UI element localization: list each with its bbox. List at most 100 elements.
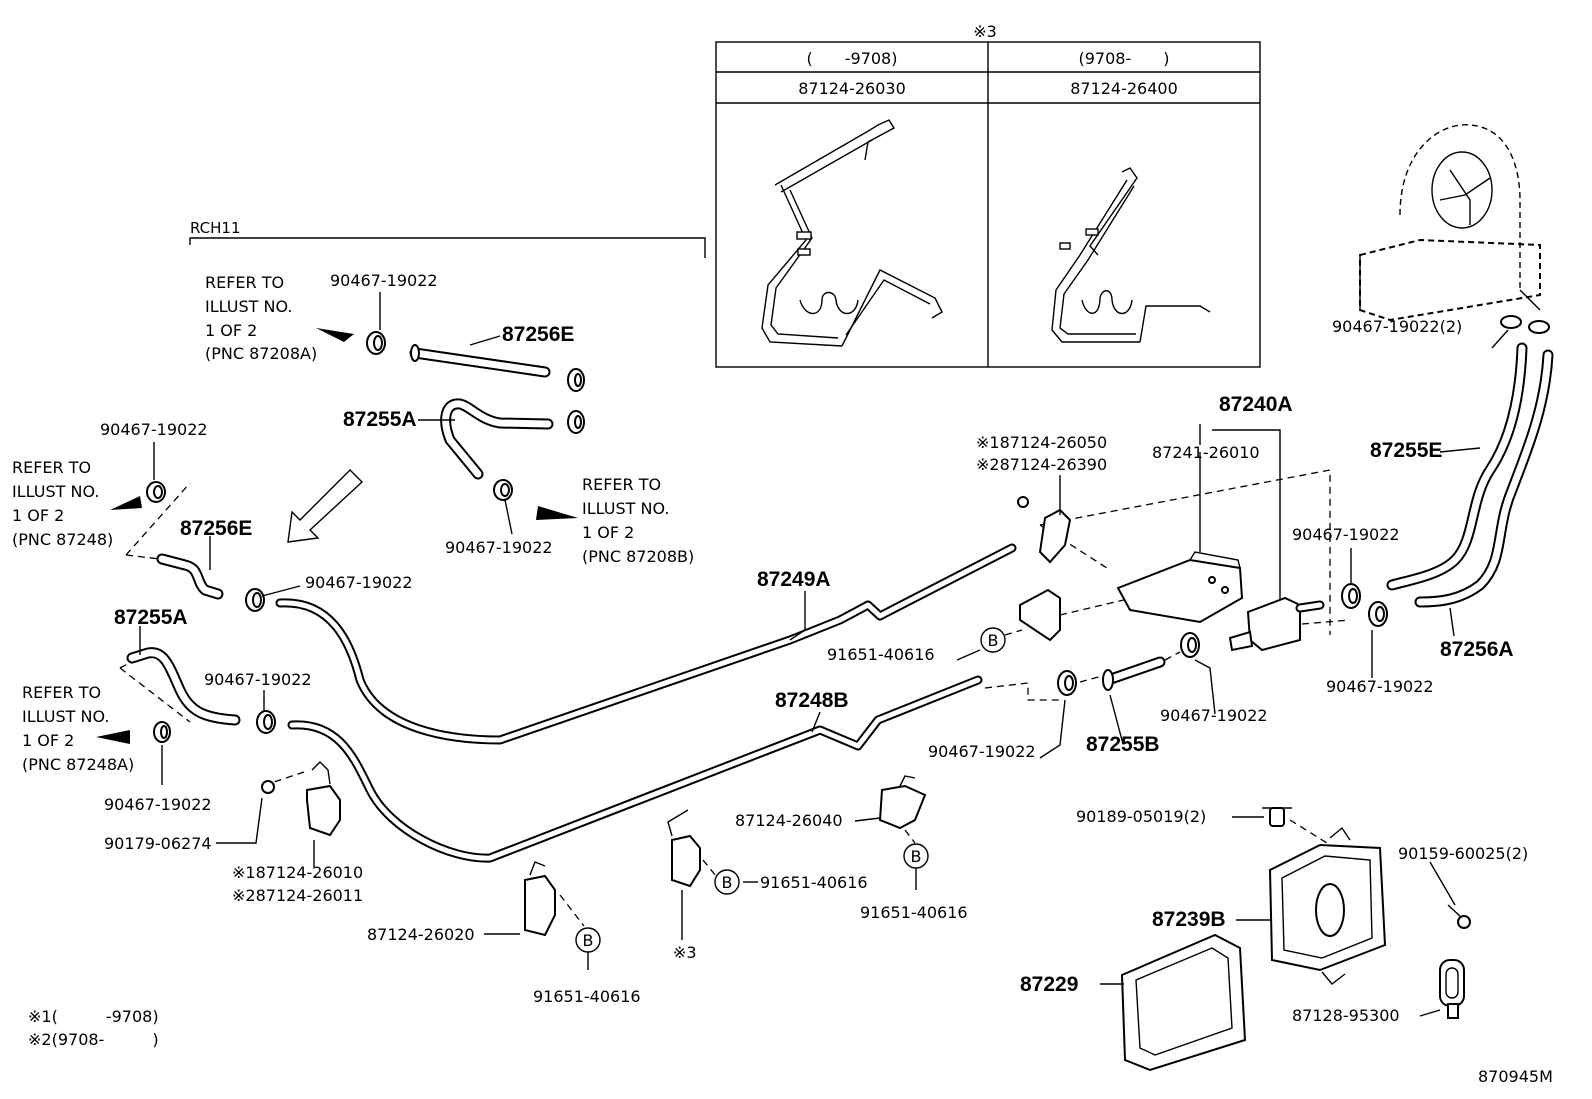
label-hose-87255A: 87255A	[114, 606, 188, 629]
svg-text:ILLUST NO.: ILLUST NO.	[12, 482, 99, 501]
leader-lines	[139, 292, 1509, 1017]
label-pipe-87248B: 87248B	[775, 689, 849, 712]
label-clamp: 90467-19022(2)	[1332, 317, 1462, 336]
svg-text:ILLUST NO.: ILLUST NO.	[582, 499, 669, 518]
rch11-group: RCH11	[189, 219, 706, 258]
refer-note-2: REFER TO ILLUST NO. 1 OF 2 (PNC 87248)	[12, 458, 142, 549]
blower-unit	[1359, 124, 1541, 322]
svg-text:REFER TO: REFER TO	[205, 273, 284, 292]
hose-87255A-top	[440, 398, 554, 480]
svg-text:(PNC 87208B): (PNC 87208B)	[582, 547, 694, 566]
svg-text:1 OF 2: 1 OF 2	[22, 731, 74, 750]
hose-87256A	[1414, 349, 1554, 608]
label-clip-note2: ※287124-26390	[976, 455, 1107, 474]
label-bolt: 91651-40616	[860, 903, 968, 922]
label-clamp: 90467-19022	[928, 742, 1036, 761]
table-col1-range: ( -9708)	[807, 49, 898, 68]
svg-text:B: B	[722, 873, 733, 892]
valve-87241-26010	[1116, 551, 1244, 624]
svg-text:B: B	[583, 931, 594, 950]
table-note: ※3	[973, 22, 997, 41]
label-note3: ※3	[673, 943, 697, 962]
svg-text:1 OF 2: 1 OF 2	[12, 506, 64, 525]
svg-text:1 OF 2: 1 OF 2	[205, 321, 257, 340]
label-bracket-note1: ※187124-26010	[232, 863, 363, 882]
cover-87239B	[1268, 826, 1387, 985]
hose-87255E	[1386, 342, 1528, 591]
hose-87256E-top	[409, 344, 551, 378]
pipe-87248B	[287, 675, 983, 863]
label-valve-87240A: 87240A	[1219, 393, 1293, 416]
label-clamp: 90467-19022	[1160, 706, 1268, 725]
label-pipe-87249A: 87249A	[757, 568, 831, 591]
svg-text:(PNC 87208A): (PNC 87208A)	[205, 344, 317, 363]
hose-87256E-left	[156, 553, 224, 600]
label-screw-90159: 90159-60025(2)	[1398, 844, 1528, 863]
svg-text:(PNC 87248A): (PNC 87248A)	[22, 755, 134, 774]
table-col1-part: 87124-26030	[798, 79, 906, 98]
svg-text:(PNC 87248): (PNC 87248)	[12, 530, 113, 549]
hose-87255A-left	[126, 647, 241, 726]
pipe-87249A	[275, 543, 1017, 745]
variant-table: ※3 ( -9708) (9708- ) 87124-26030 87124-2…	[715, 22, 1261, 368]
grommet-87128	[1439, 959, 1465, 1019]
label-clamp: 90467-19022	[104, 795, 212, 814]
footnote-2: ※2(9708- )	[28, 1030, 159, 1049]
arrow-icon	[110, 496, 142, 510]
figure-id: 870945M	[1478, 1067, 1553, 1086]
arrow-icon	[536, 506, 578, 520]
label-clamp: 90467-19022	[100, 420, 208, 439]
refer-note-3: REFER TO ILLUST NO. 1 OF 2 (PNC 87208B)	[536, 475, 694, 566]
label-hose-87256E: 87256E	[502, 323, 574, 346]
label-valve-87241: 87241-26010	[1152, 443, 1260, 462]
bracket-plate	[1019, 588, 1061, 642]
bracket-87124-26010	[306, 761, 341, 837]
table-col2-range: (9708- )	[1079, 49, 1170, 68]
bracket-87124-26040	[878, 775, 927, 830]
arrow-icon	[316, 328, 354, 342]
label-bolt: 91651-40616	[827, 645, 935, 664]
svg-text:REFER TO: REFER TO	[582, 475, 661, 494]
group-label: RCH11	[190, 219, 241, 237]
svg-text:ILLUST NO.: ILLUST NO.	[205, 297, 292, 316]
gasket-87229	[1120, 933, 1247, 1072]
label-grommet-87128: 87128-95300	[1292, 1006, 1400, 1025]
footnote-1: ※1( -9708)	[28, 1007, 159, 1026]
label-bolt: 91651-40616	[760, 873, 868, 892]
svg-text:REFER TO: REFER TO	[22, 683, 101, 702]
screw-90159-icon	[1447, 904, 1471, 929]
label-clip-note1: ※187124-26050	[976, 433, 1107, 452]
valve-87240A	[1228, 596, 1325, 652]
svg-text:REFER TO: REFER TO	[12, 458, 91, 477]
table-col2-part: 87124-26400	[1070, 79, 1178, 98]
refer-note-1: REFER TO ILLUST NO. 1 OF 2 (PNC 87208A)	[205, 273, 354, 363]
label-clamp: 90467-19022	[1326, 677, 1434, 696]
screw-90189-icon	[1262, 807, 1292, 827]
label-hose-87255A: 87255A	[343, 408, 417, 431]
svg-text:B: B	[911, 847, 922, 866]
clip-87124-26050	[1017, 496, 1072, 564]
label-clamp: 90467-19022	[330, 271, 438, 290]
bracket-26400-drawing	[1051, 167, 1211, 343]
svg-text:B: B	[988, 631, 999, 650]
bracket-26030-drawing	[761, 119, 943, 347]
label-bracket-note2: ※287124-26011	[232, 886, 363, 905]
refer-note-4: REFER TO ILLUST NO. 1 OF 2 (PNC 87248A)	[22, 683, 134, 774]
label-hose-87255E: 87255E	[1370, 439, 1442, 462]
label-cover-87239B: 87239B	[1152, 908, 1226, 931]
svg-text:1 OF 2: 1 OF 2	[582, 523, 634, 542]
label-clamp: 90467-19022	[445, 538, 553, 557]
bracket-87124-26020	[524, 861, 556, 937]
hose-87255B	[1102, 656, 1166, 691]
label-bracket-87124-26040: 87124-26040	[735, 811, 843, 830]
label-plug: 90179-06274	[104, 834, 212, 853]
label-screw-90189: 90189-05019(2)	[1076, 807, 1206, 826]
label-hose-87255B: 87255B	[1086, 733, 1160, 756]
label-clamp: 90467-19022	[305, 573, 413, 592]
label-clamp: 90467-19022	[1292, 525, 1400, 544]
label-bolt: 91651-40616	[533, 987, 641, 1006]
plug-icon	[261, 780, 275, 794]
label-clamp: 90467-19022	[204, 670, 312, 689]
label-hose-87256A: 87256A	[1440, 638, 1514, 661]
bracket-note3	[667, 809, 701, 888]
